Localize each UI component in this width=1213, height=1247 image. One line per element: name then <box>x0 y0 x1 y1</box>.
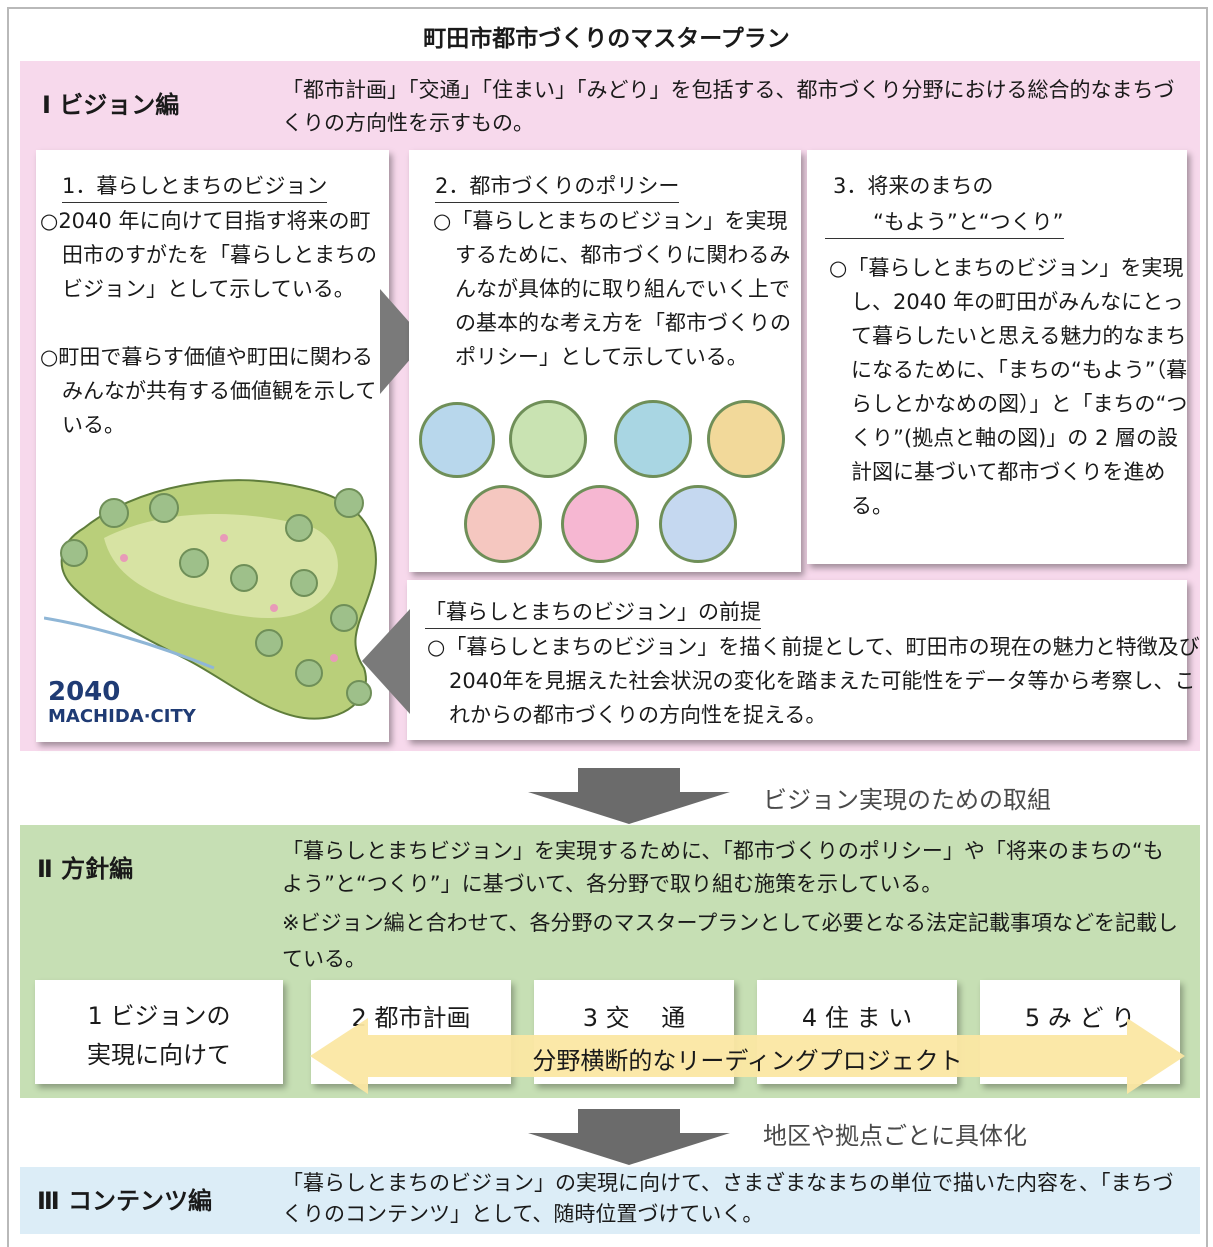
contents-section-description: 「暮らしとまちのビジョン」の実現に向けて、さまざまなまちの単位で描いた内容を、「… <box>282 1171 1174 1226</box>
field-box-vision: 1 ビジョンの 実現に向けて <box>35 980 283 1084</box>
policy-bullet-1: ○「暮らしとまちのビジョン」を実現するために、都市づくりに関わるみんなが具体的に… <box>433 209 791 369</box>
moyou-card-heading-1: 3．将来のまちの <box>833 174 994 198</box>
illustration-circle-2 <box>509 400 587 478</box>
contents-section: Ⅲ コンテンツ編 「暮らしとまちのビジョン」の実現に向けて、さまざまなまちの単位… <box>20 1167 1200 1234</box>
cross-field-project-label: 分野横断的なリーディングプロジェクト <box>532 1047 963 1075</box>
field-label-vision-1: 1 ビジョンの <box>87 1002 231 1030</box>
vision-section-title: Ⅰ ビジョン編 <box>42 91 180 119</box>
policy-card-heading: 2．都市づくりのポリシー <box>435 170 680 203</box>
policy-card: 2．都市づくりのポリシー ○「暮らしとまちのビジョン」を実現するために、都市づく… <box>409 150 801 572</box>
vision-card: 1．暮らしとまちのビジョン ○2040 年に向けて目指す将来の町田市のすがたを「… <box>36 150 389 742</box>
policy-section-note: ※ビジョン編と合わせて、各分野のマスタープランとして必要となる法定記載事項などを… <box>282 911 1179 971</box>
moyou-tsukuri-card: 3．将来のまちの “もよう”と“つくり” ○「暮らしとまちのビジョン」を実現し、… <box>807 150 1187 564</box>
map-logo-city: MACHIDA·CITY <box>48 706 196 727</box>
page-title: 町田市都市づくりのマスタープラン <box>423 26 790 52</box>
illustration-circle-3 <box>614 400 692 478</box>
field-label-midori: 5 み ど り <box>1024 1004 1136 1032</box>
field-label-sumai: 4 住 ま い <box>801 1004 913 1032</box>
vision-bullet-1: ○2040 年に向けて目指す将来の町田市のすがたを「暮らしとまちのビジョン」とし… <box>40 209 377 301</box>
machida-map-illustration <box>44 479 377 720</box>
vision-card-heading: 1．暮らしとまちのビジョン <box>62 170 328 203</box>
premise-bullet-1: ○「暮らしとまちのビジョン」を描く前提として、町田市の現在の魅力と特徴及び204… <box>427 635 1200 727</box>
vision-section-description: 「都市計画」「交通」「住まい」「みどり」を包括する、都市づくり分野における総合的… <box>282 78 1175 135</box>
vision-arrow-label: ビジョン実現のための取組 <box>763 786 1051 814</box>
illustration-circle-7 <box>659 485 737 563</box>
moyou-bullet-1: ○「暮らしとまちのビジョン」を実現し、2040 年の町田がみんなにとって暮らした… <box>829 256 1188 518</box>
policy-section-title: Ⅱ 方針編 <box>37 855 134 883</box>
premise-card: 「暮らしとまちのビジョン」の前提 ○「暮らしとまちのビジョン」を描く前提として、… <box>407 580 1200 740</box>
policy-section-description: 「暮らしとまちビジョン」を実現するために、「都市づくりのポリシー」や「将来のまち… <box>282 839 1164 896</box>
vision-section: Ⅰ ビジョン編 「都市計画」「交通」「住まい」「みどり」を包括する、都市づくり分… <box>20 61 1200 751</box>
moyou-card-heading-2: “もよう”と“つくり” <box>825 206 1064 239</box>
illustration-circle-6 <box>561 485 639 563</box>
field-label-toshi: 2 都市計画 <box>351 1004 471 1032</box>
right-triangle-icon <box>380 289 426 394</box>
left-triangle-icon <box>362 609 410 714</box>
outer-frame <box>7 7 1208 1247</box>
map-logo-year: 2040 <box>48 677 121 707</box>
field-label-kotsu: 3 交 通 <box>582 1004 686 1032</box>
policy-section: Ⅱ 方針編 「暮らしとまちビジョン」を実現するために、「都市づくりのポリシー」や… <box>20 825 1200 1098</box>
contents-section-title: Ⅲ コンテンツ編 <box>37 1187 213 1215</box>
cross-field-double-arrow-icon <box>310 1018 1185 1094</box>
illustration-circle-5 <box>464 485 542 563</box>
field-label-vision-2: 実現に向けて <box>87 1041 231 1069</box>
down-arrow-icon <box>528 768 730 824</box>
illustration-circle-4 <box>707 400 785 478</box>
premise-card-heading: 「暮らしとまちのビジョン」の前提 <box>425 596 761 629</box>
down-arrow-icon-2 <box>528 1109 730 1165</box>
illustration-circle-1 <box>419 402 495 478</box>
policy-arrow-label: 地区や拠点ごとに具体化 <box>763 1122 1027 1150</box>
vision-bullet-2: ○町田で暮らす価値や町田に関わるみんなが共有する価値観を示している。 <box>40 345 377 437</box>
